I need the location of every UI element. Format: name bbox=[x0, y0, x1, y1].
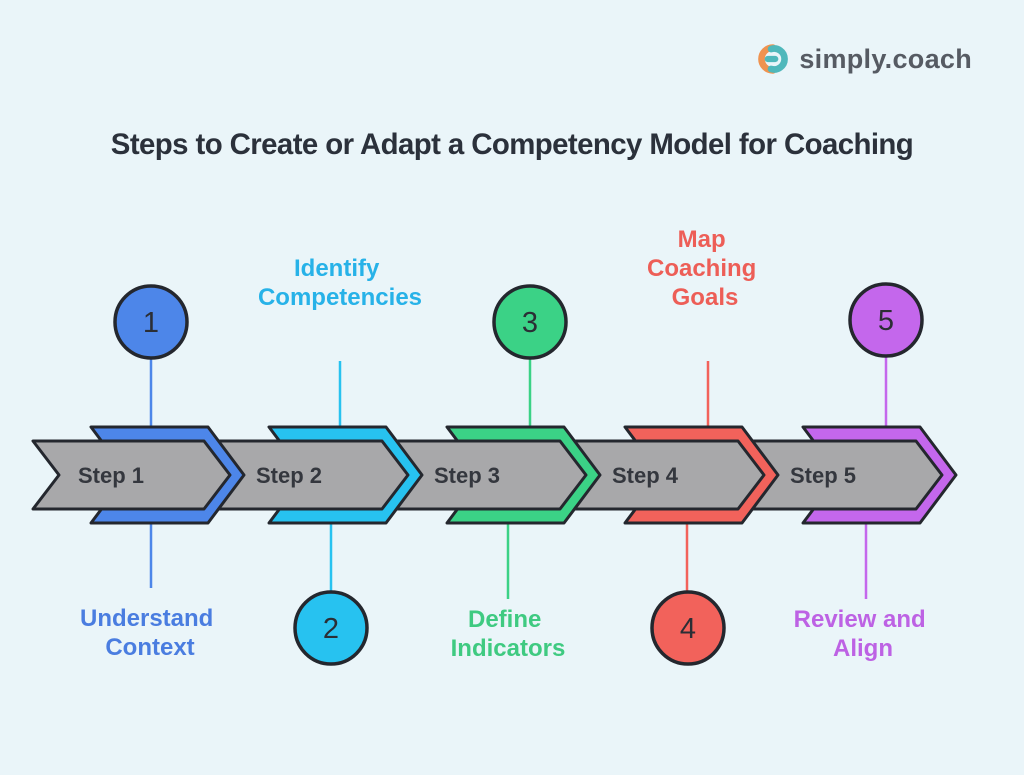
circle-step4 bbox=[650, 590, 726, 666]
band-label-step2: Step 2 bbox=[256, 463, 322, 488]
circle-number-step4: 4 bbox=[680, 613, 696, 645]
circle-number-step3: 3 bbox=[522, 307, 538, 339]
band-label-step4: Step 4 bbox=[612, 463, 679, 488]
circle-step3 bbox=[492, 284, 568, 360]
chevron-gray-step1 bbox=[31, 439, 232, 511]
band-label-step5: Step 5 bbox=[790, 463, 856, 488]
circle-number-step2: 2 bbox=[323, 613, 339, 645]
caption-step5: Review and Align bbox=[794, 606, 933, 662]
band-label-step1: Step 1 bbox=[78, 463, 144, 488]
page-title: Steps to Create or Adapt a Competency Mo… bbox=[110, 128, 914, 161]
caption-step1: Understand Context bbox=[80, 605, 220, 661]
caption-step3: Define Indicators bbox=[451, 606, 566, 662]
circle-step1 bbox=[113, 284, 189, 360]
caption-step4: Map Coaching Goals bbox=[647, 226, 763, 311]
circle-number-step5: 5 bbox=[878, 305, 894, 337]
logo-text: simply.coach bbox=[799, 43, 972, 74]
circle-number-step1: 1 bbox=[143, 307, 159, 339]
band-label-step3: Step 3 bbox=[434, 463, 500, 488]
simply-coach-logo-icon bbox=[758, 44, 789, 74]
logo: simply.coach bbox=[752, 40, 972, 78]
logo-teal-arc bbox=[768, 45, 789, 73]
circle-step2 bbox=[293, 590, 369, 666]
circle-step5 bbox=[848, 282, 924, 358]
caption-step2: Identify Competencies bbox=[258, 255, 422, 311]
